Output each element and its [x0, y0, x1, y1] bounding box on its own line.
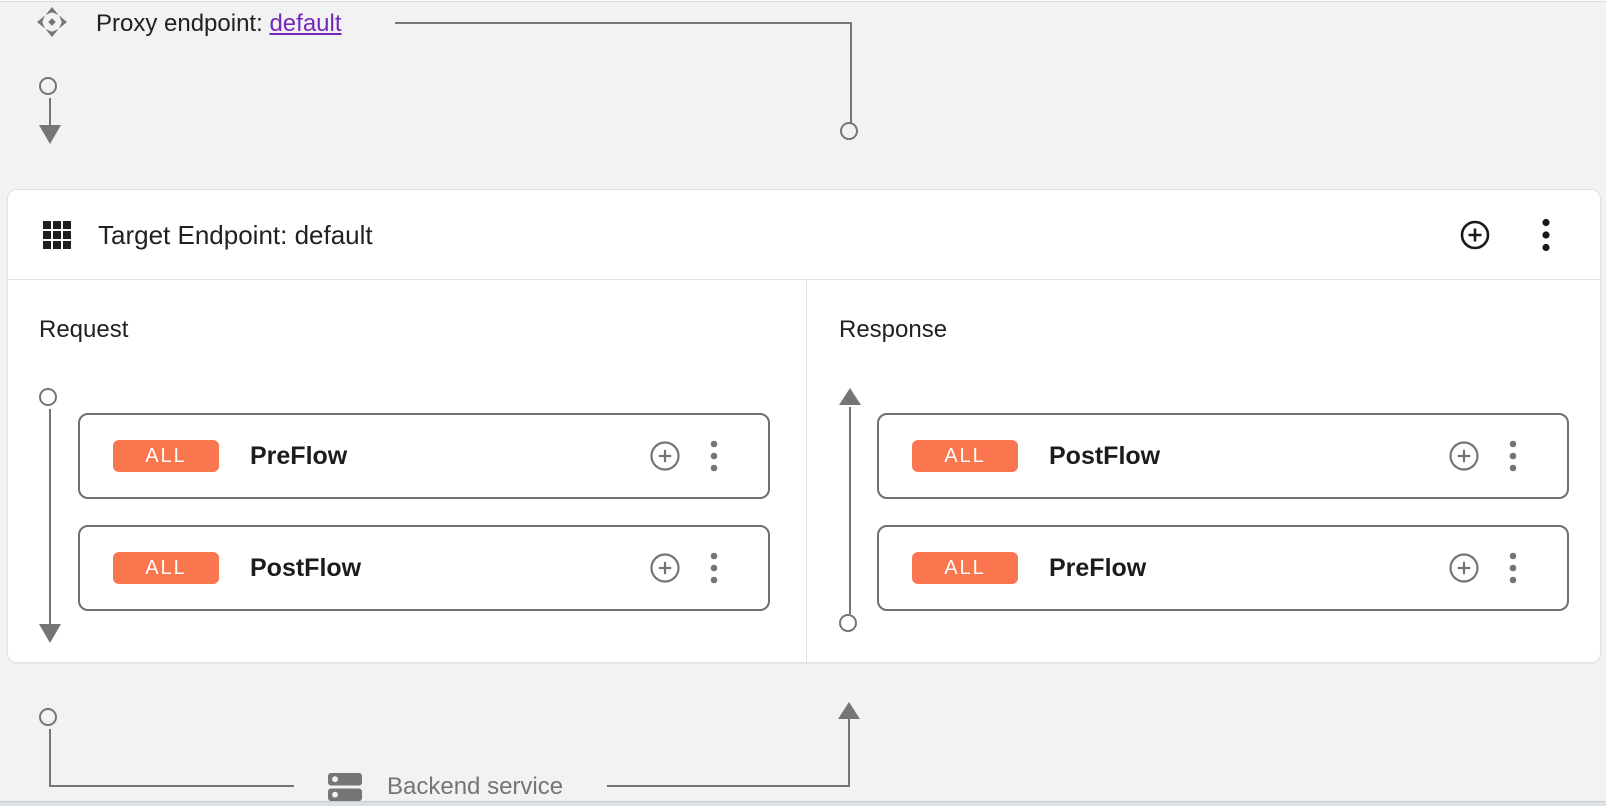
add-policy-button[interactable] [650, 441, 680, 471]
flow-name: PreFlow [1049, 553, 1147, 582]
response-flow-arrow [839, 388, 861, 405]
viewport-bottom-strip [0, 801, 1606, 806]
flow-menu-button[interactable] [710, 440, 718, 472]
backend-connector-circle [39, 708, 57, 726]
add-policy-button[interactable] [1449, 441, 1479, 471]
more-vert-icon [710, 440, 718, 472]
backend-service-icon [328, 773, 362, 801]
more-vert-icon [1509, 552, 1517, 584]
add-target-endpoint-button[interactable] [1460, 220, 1490, 250]
flow-condition-badge: ALL [113, 440, 219, 472]
flow-start-line [49, 98, 51, 125]
flow-start-circle [39, 77, 57, 95]
add-icon [650, 553, 680, 583]
flow-name: PreFlow [250, 441, 348, 470]
connector-proxy-horizontal [395, 22, 852, 24]
more-vert-icon [1509, 440, 1517, 472]
proxy-endpoint-text: Proxy endpoint: [96, 10, 263, 37]
flow-condition-badge: ALL [113, 552, 219, 584]
backend-connector-vline-left [49, 729, 51, 786]
flow-row[interactable]: ALL PreFlow [877, 525, 1569, 611]
add-icon [650, 441, 680, 471]
flow-condition-badge: ALL [912, 552, 1018, 584]
connector-proxy-vertical [850, 22, 852, 123]
flow-name: PostFlow [1049, 441, 1161, 470]
flow-row[interactable]: ALL PostFlow [78, 525, 770, 611]
request-response-divider [806, 280, 807, 664]
proxy-endpoint-label: Proxy endpoint: default [96, 8, 342, 40]
backend-connector-vline-right [848, 718, 850, 785]
more-vert-icon [710, 552, 718, 584]
flow-menu-button[interactable] [1509, 440, 1517, 472]
connector-endpoint-circle [840, 122, 858, 140]
flow-menu-button[interactable] [710, 552, 718, 584]
window-top-edge [0, 0, 1606, 2]
flow-name: PostFlow [250, 553, 362, 582]
response-panel-title: Response [839, 316, 948, 343]
proxy-endpoint-link[interactable]: default [269, 10, 342, 37]
proxy-endpoint-icon [36, 6, 68, 38]
request-flow-start-circle [39, 388, 57, 406]
target-endpoint-header: Target Endpoint: default [8, 190, 1600, 280]
add-icon [1449, 441, 1479, 471]
add-policy-button[interactable] [1449, 553, 1479, 583]
flow-row[interactable]: ALL PostFlow [877, 413, 1569, 499]
add-icon [1449, 553, 1479, 583]
backend-up-arrow [838, 702, 860, 719]
flow-down-arrow [39, 125, 61, 144]
more-vert-icon [1542, 218, 1550, 252]
add-policy-button[interactable] [650, 553, 680, 583]
request-flow-line [49, 409, 51, 624]
add-icon [1460, 220, 1490, 250]
flow-menu-button[interactable] [1509, 552, 1517, 584]
flow-row[interactable]: ALL PreFlow [78, 413, 770, 499]
flow-condition-badge: ALL [912, 440, 1018, 472]
backend-connector-hline-left [49, 785, 294, 787]
target-endpoint-menu-button[interactable] [1541, 218, 1551, 252]
request-panel-title: Request [39, 316, 129, 343]
backend-connector-hline-right [607, 785, 850, 787]
target-endpoint-title: Target Endpoint: default [98, 220, 373, 250]
response-flow-start-circle [839, 614, 857, 632]
request-flow-arrow [39, 624, 61, 643]
backend-service-label: Backend service [387, 773, 564, 800]
response-flow-line [849, 407, 851, 614]
grid-icon [43, 221, 71, 249]
target-endpoint-card: Target Endpoint: default Request ALL Pre… [7, 189, 1601, 664]
